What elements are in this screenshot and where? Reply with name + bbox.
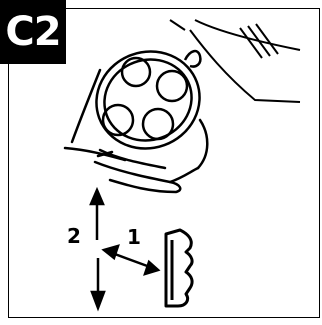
- arrow-2-label: 2: [67, 224, 81, 248]
- arrow-1: [104, 246, 158, 274]
- comb-part: [166, 230, 192, 306]
- round-part: [83, 37, 214, 163]
- arrow-1-label: 1: [127, 225, 141, 249]
- arrow-2: [91, 190, 104, 308]
